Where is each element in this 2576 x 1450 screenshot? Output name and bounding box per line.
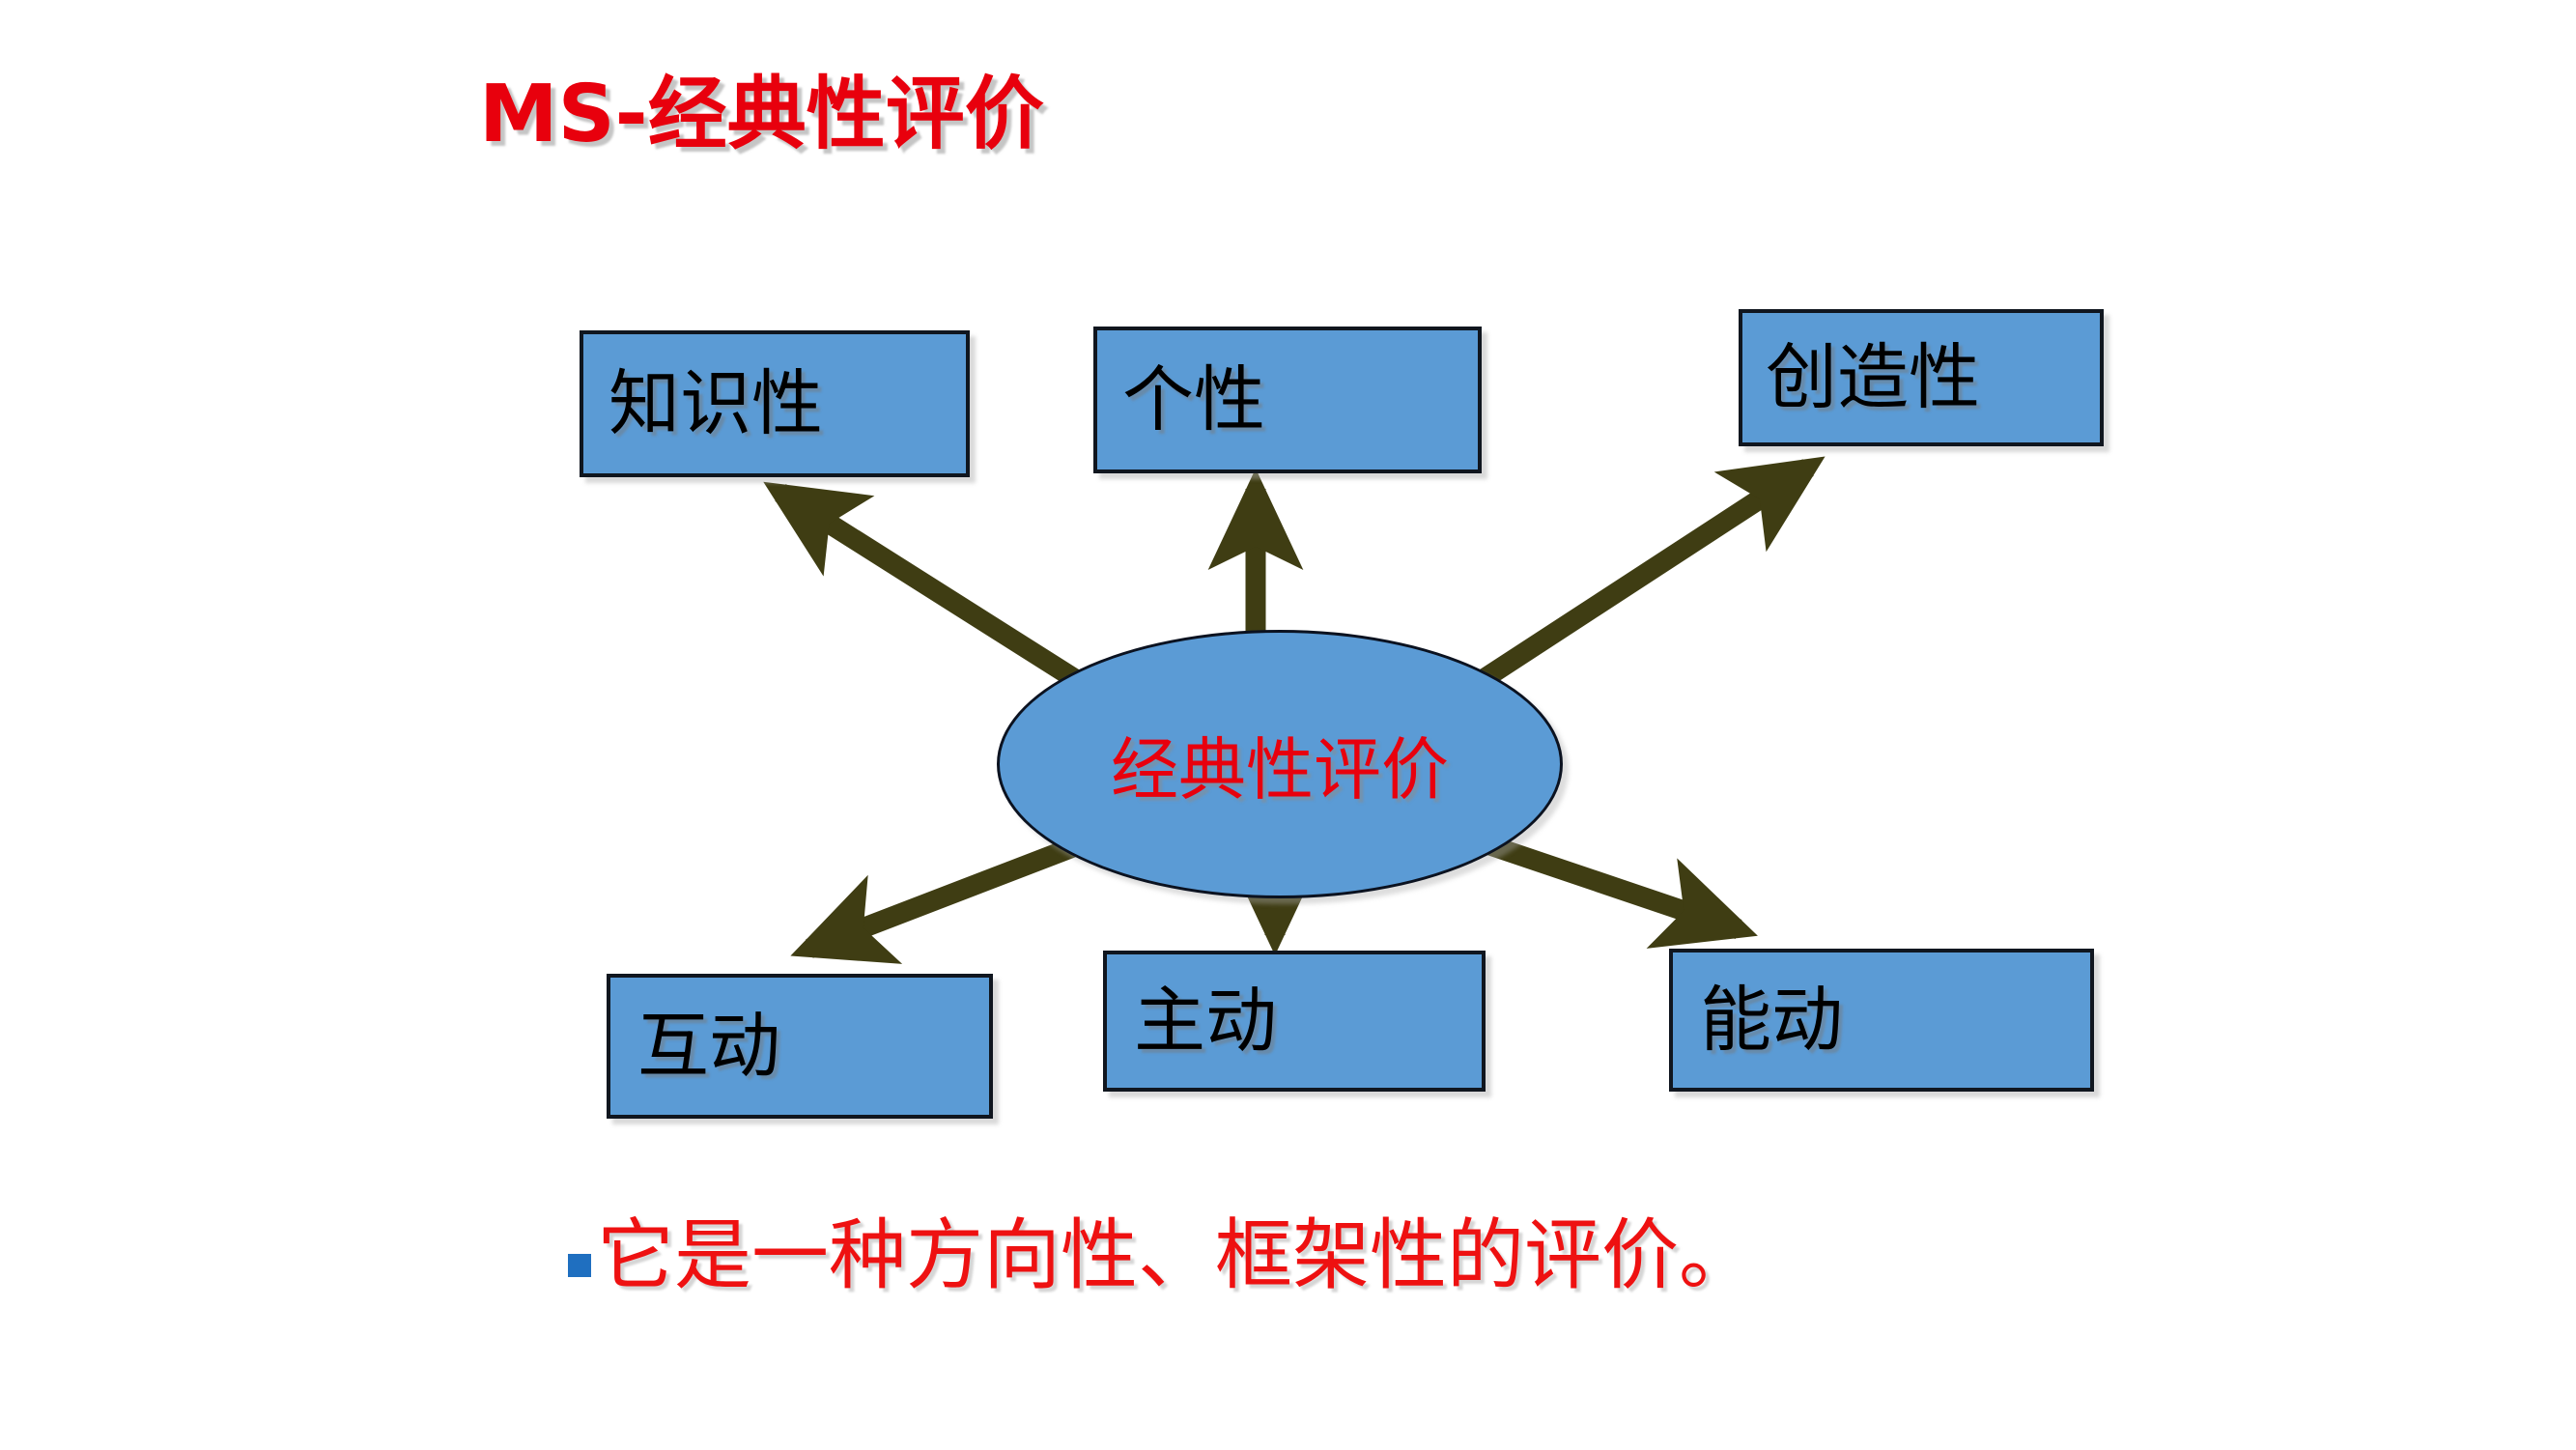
bullet-item-text: 它是一种方向性、框架性的评价。 bbox=[597, 1210, 1756, 1300]
diagram-node-hudong[interactable]: 互动 bbox=[607, 974, 993, 1119]
diagram-node-label: 创造性 bbox=[1766, 336, 1980, 419]
diagram-node-label: 知识性 bbox=[609, 362, 823, 445]
diagram-hub-node[interactable]: 经典性评价 bbox=[997, 630, 1563, 898]
bullet-list-item: 它是一种方向性、框架性的评价。 bbox=[568, 1215, 1756, 1296]
diagram-node-label: 互动 bbox=[637, 1005, 780, 1088]
diagram-node-label: 主动 bbox=[1134, 980, 1277, 1063]
diagram-node-nengdong[interactable]: 能动 bbox=[1669, 949, 2094, 1092]
arrow-hub-to-chuangzao bbox=[1458, 456, 1826, 700]
arrow-hub-to-zhishixing bbox=[763, 481, 1107, 704]
diagram-node-zhudong[interactable]: 主动 bbox=[1103, 951, 1486, 1092]
square-bullet-icon bbox=[568, 1254, 591, 1277]
arrow-hub-to-nengdong bbox=[1460, 827, 1758, 949]
diagram-hub-label: 经典性评价 bbox=[1111, 729, 1449, 810]
diagram-node-label: 个性 bbox=[1122, 358, 1265, 441]
diagram-node-label: 能动 bbox=[1700, 979, 1843, 1062]
diagram-node-zhishixing[interactable]: 知识性 bbox=[580, 330, 970, 477]
diagram-node-gexing[interactable]: 个性 bbox=[1093, 327, 1482, 473]
page-title: MS-经典性评价 bbox=[479, 69, 1044, 160]
diagram-node-chuangzao[interactable]: 创造性 bbox=[1739, 309, 2104, 446]
